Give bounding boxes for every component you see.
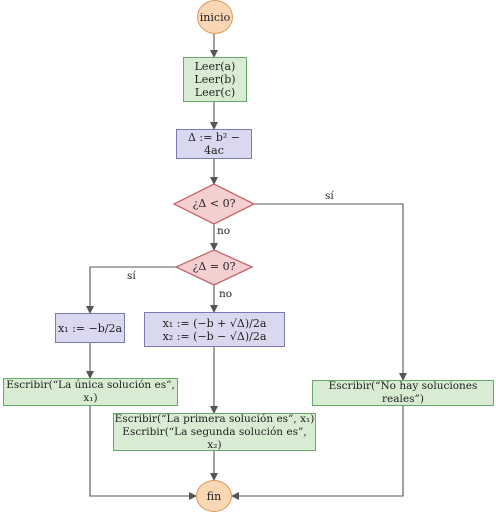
- decision-delta-negative: [172, 183, 256, 225]
- write-first-root-text: Escribir(“La primera solución es”, x₁): [114, 412, 315, 425]
- start-terminal: inicio: [197, 0, 233, 34]
- write-two-roots-box: Escribir(“La primera solución es”, x₁) E…: [113, 413, 316, 451]
- write-none-box: Escribir(“No hay soluciones reales”): [312, 380, 494, 406]
- decision-delta-negative-label: ¿Δ < 0?: [192, 197, 236, 210]
- decision-delta-zero-label: ¿Δ = 0?: [192, 260, 236, 273]
- arrow-writesingle-end: [89, 406, 197, 500]
- cond1-yes-label: sí: [325, 190, 334, 202]
- end-terminal: fin: [196, 480, 232, 512]
- read-b: Leer(b): [194, 73, 236, 86]
- cond2-no-label: no: [219, 288, 233, 300]
- single-root-box: x₁ := −b/2a: [55, 313, 125, 343]
- delta-compute-box: Δ := b² − 4ac: [176, 129, 252, 159]
- single-root-formula: x₁ := −b/2a: [57, 321, 123, 335]
- arrow-cond1-yes: [254, 203, 407, 381]
- two-roots-box: x₁ := (−b + √Δ)/2a x₂ := (−b − √Δ)/2a: [144, 312, 285, 347]
- arrow-writenone-end: [231, 406, 404, 500]
- read-inputs-box: Leer(a) Leer(b) Leer(c): [183, 57, 247, 102]
- delta-formula: Δ := b² − 4ac: [187, 131, 241, 157]
- start-label: inicio: [199, 10, 231, 24]
- read-a: Leer(a): [194, 60, 236, 73]
- root-x2-formula: x₂ := (−b − √Δ)/2a: [162, 329, 267, 343]
- decision-delta-zero: [174, 249, 254, 286]
- read-c: Leer(c): [194, 86, 236, 99]
- cond1-no-label: no: [217, 225, 231, 237]
- arrow-cond2-yes: [86, 266, 176, 314]
- root-x1-formula: x₁ := (−b + √Δ)/2a: [162, 316, 267, 330]
- write-single-text: Escribir(“La única solución es”, x₁): [6, 379, 175, 404]
- write-second-root-text: Escribir(“La segunda solución es”, x₂): [122, 425, 307, 451]
- end-label: fin: [206, 489, 222, 503]
- cond2-yes-label: sí: [127, 270, 136, 282]
- write-none-text: Escribir(“No hay soluciones reales”): [328, 380, 478, 405]
- write-single-box: Escribir(“La única solución es”, x₁): [3, 378, 178, 406]
